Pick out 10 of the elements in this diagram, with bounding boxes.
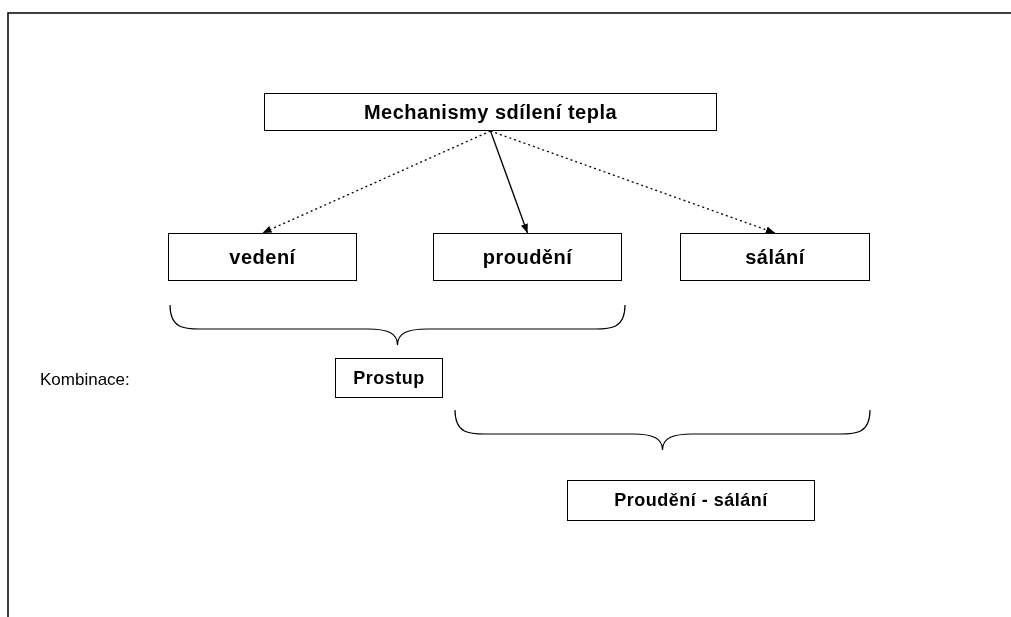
note-label: Kombinace: bbox=[40, 370, 130, 390]
process-box: Prostup bbox=[335, 358, 443, 398]
process-box: vedení bbox=[168, 233, 357, 281]
process-box: sálání bbox=[680, 233, 870, 281]
process-box: proudění bbox=[433, 233, 622, 281]
arrow bbox=[489, 130, 776, 234]
process-box: Proudění - sálání bbox=[567, 480, 815, 521]
process-box: Mechanismy sdílení tepla bbox=[264, 93, 717, 131]
arrow bbox=[489, 130, 529, 234]
arrow bbox=[261, 130, 492, 234]
